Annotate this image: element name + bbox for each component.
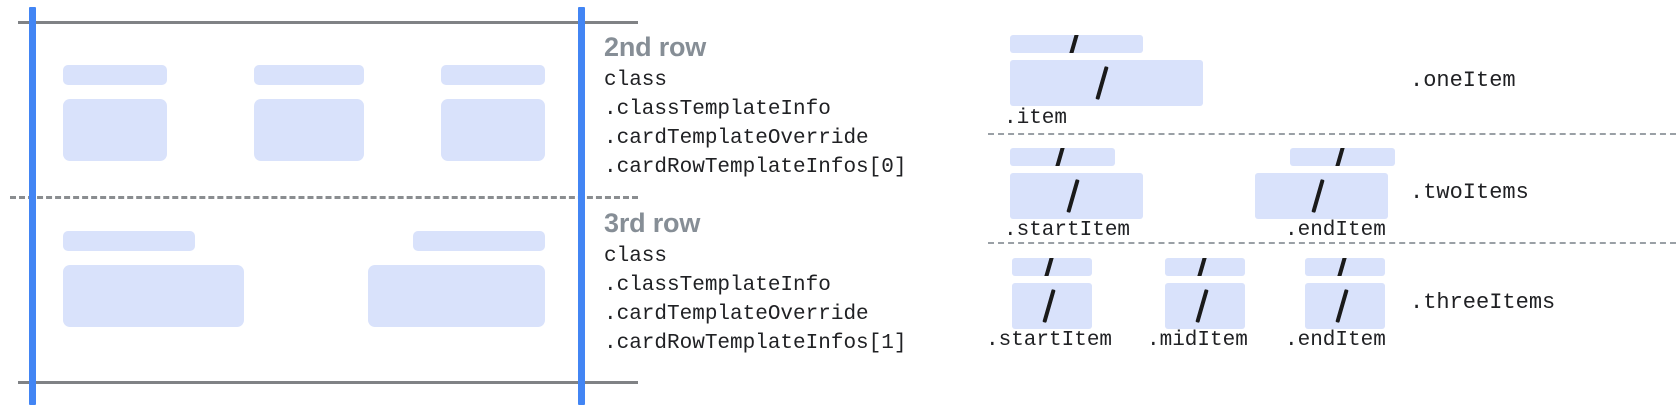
card-right-edge-marker	[578, 7, 585, 405]
annotation-heading: 3rd row	[604, 208, 701, 238]
slash-glyph	[1043, 258, 1055, 276]
one-item-small-box	[1010, 35, 1143, 53]
annotation-code-line: .cardRowTemplateInfos[1]	[604, 332, 907, 355]
two-items-end-label: .endItem	[1285, 219, 1386, 242]
row-divider-middle	[10, 196, 638, 199]
one-item-label: .item	[1004, 107, 1068, 130]
two-items-start-small-box	[1010, 148, 1115, 166]
annotation-second-row: 2nd row class .classTemplateInfo .cardTe…	[604, 30, 906, 182]
annotation-third-row: 3rd row class .classTemplateInfo .cardTe…	[604, 206, 906, 358]
row3-col1-title-placeholder	[63, 231, 195, 251]
row-divider-top	[18, 21, 638, 24]
three-items-mid-large-box	[1165, 283, 1245, 329]
row2-col1-body-placeholder	[63, 99, 167, 161]
slash-glyph	[1042, 289, 1056, 323]
two-items-end-large-box	[1255, 173, 1388, 219]
row2-col3-body-placeholder	[441, 99, 545, 161]
slash-glyph	[1095, 66, 1109, 100]
card-rows-wireframe	[0, 0, 640, 412]
variant-separator-2	[988, 242, 1676, 244]
slash-glyph	[1066, 179, 1080, 213]
annotation-code-line: class	[604, 245, 668, 268]
annotation-code-line: .cardTemplateOverride	[604, 303, 869, 326]
annotation-code-line: class	[604, 69, 668, 92]
row2-col3-title-placeholder	[441, 65, 545, 85]
three-items-mid-small-box	[1165, 258, 1245, 276]
two-items-variant-label: .twoItems	[1410, 180, 1529, 205]
three-items-end-large-box	[1305, 283, 1385, 329]
slash-glyph	[1054, 148, 1066, 166]
two-items-start-large-box	[1010, 173, 1143, 219]
one-item-variant-label: .oneItem	[1410, 68, 1516, 93]
annotation-code-line: .cardTemplateOverride	[604, 127, 869, 150]
card-left-edge-marker	[29, 7, 36, 405]
row3-col1-body-placeholder	[63, 265, 244, 327]
three-items-end-label: .endItem	[1285, 329, 1386, 352]
one-item-large-box	[1010, 60, 1203, 106]
slash-glyph	[1336, 258, 1348, 276]
three-items-start-label: .startItem	[986, 329, 1113, 352]
slash-glyph	[1335, 289, 1349, 323]
two-items-start-label: .startItem	[1004, 219, 1131, 242]
annotation-code-line: .cardRowTemplateInfos[0]	[604, 156, 907, 179]
row3-col2-body-placeholder	[368, 265, 545, 327]
annotation-code-line: .classTemplateInfo	[604, 274, 831, 297]
slash-glyph	[1334, 148, 1346, 166]
row-divider-bottom	[18, 381, 638, 384]
three-items-end-small-box	[1305, 258, 1385, 276]
slash-glyph	[1195, 289, 1209, 323]
item-variants-column: .item .oneItem .startItem .endItem .twoI…	[980, 0, 1676, 412]
annotation-code-line: .classTemplateInfo	[604, 98, 831, 121]
slash-glyph	[1311, 179, 1325, 213]
row2-col2-title-placeholder	[254, 65, 364, 85]
slash-glyph	[1196, 258, 1208, 276]
row3-col2-title-placeholder	[413, 231, 545, 251]
two-items-end-small-box	[1290, 148, 1395, 166]
slash-glyph	[1068, 35, 1080, 53]
row2-col2-body-placeholder	[254, 99, 364, 161]
variant-separator-1	[988, 133, 1676, 135]
row2-col1-title-placeholder	[63, 65, 167, 85]
three-items-start-small-box	[1012, 258, 1092, 276]
three-items-mid-label: .midItem	[1147, 329, 1248, 352]
annotation-column: 2nd row class .classTemplateInfo .cardTe…	[604, 0, 1004, 412]
three-items-variant-label: .threeItems	[1410, 290, 1556, 315]
three-items-start-large-box	[1012, 283, 1092, 329]
annotation-heading: 2nd row	[604, 32, 707, 62]
